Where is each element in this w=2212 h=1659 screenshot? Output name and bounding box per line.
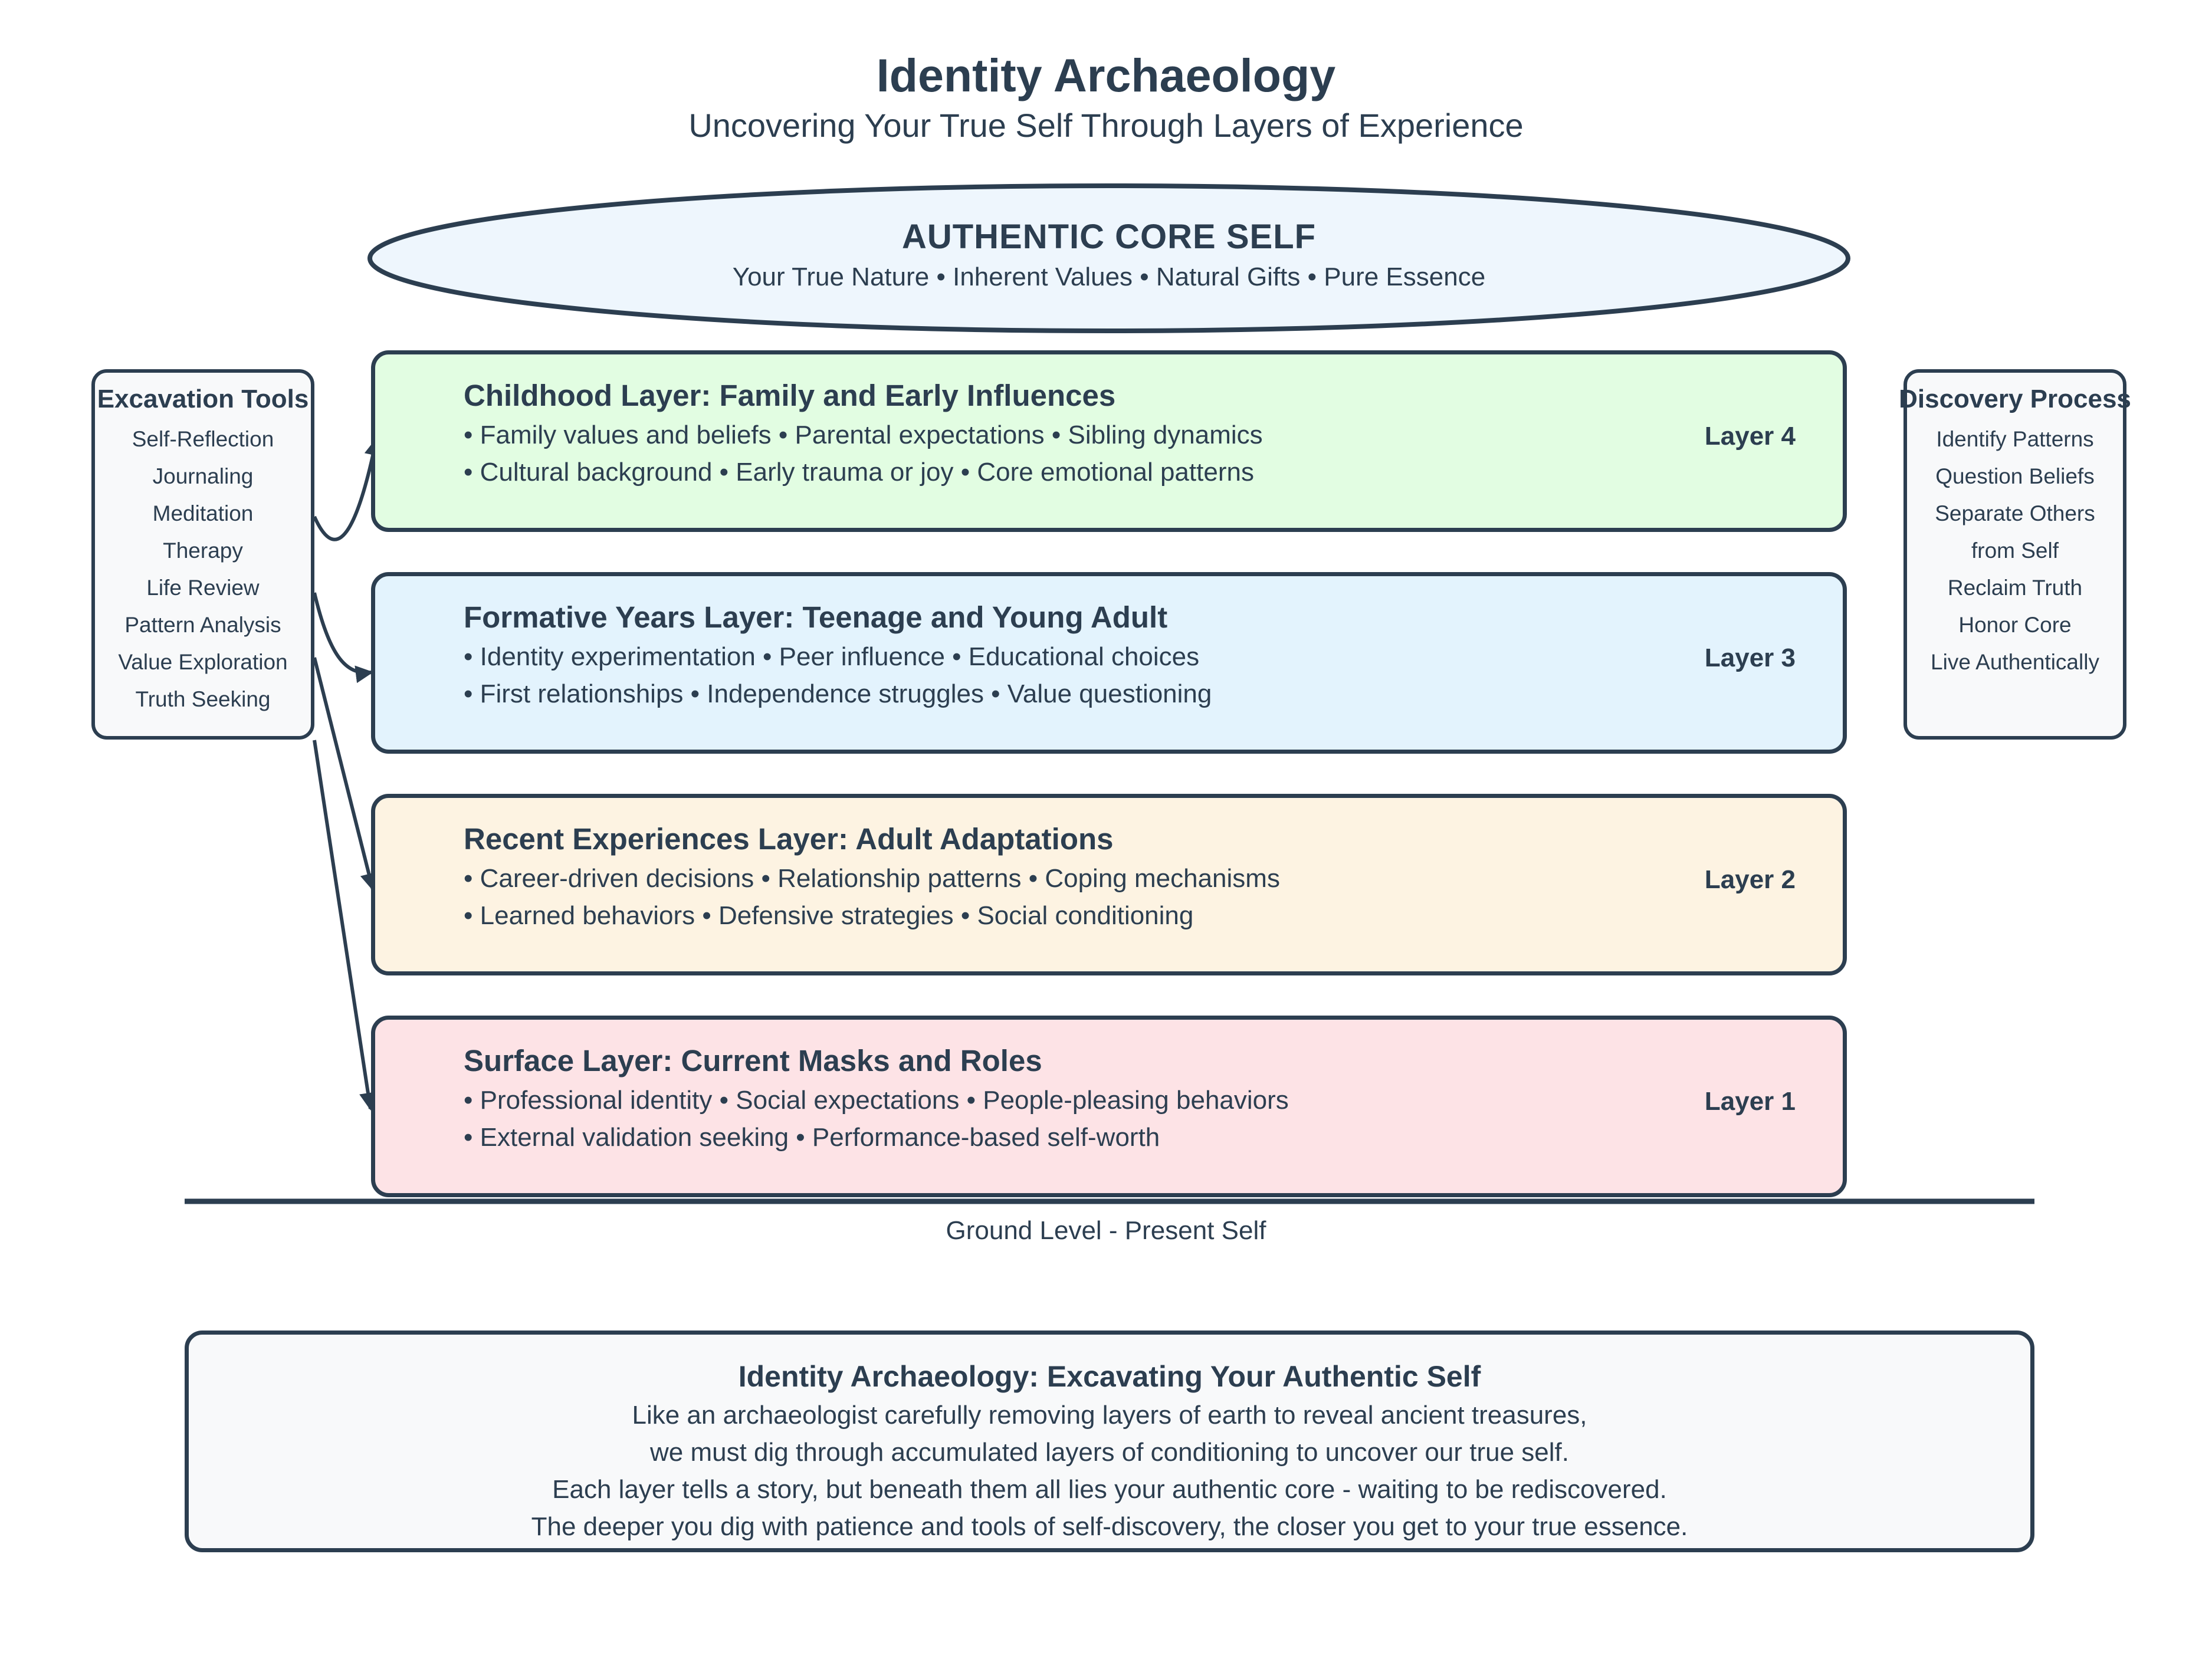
layer-number: Layer 2 (1704, 865, 1796, 894)
layer-title: Recent Experiences Layer: Adult Adaptati… (464, 822, 1114, 856)
layer-title: Childhood Layer: Family and Early Influe… (464, 379, 1116, 412)
layer-line: • Career-driven decisions • Relationship… (464, 864, 1280, 893)
tool-item: Meditation (152, 501, 254, 525)
summary-panel: Identity Archaeology: Excavating Your Au… (185, 1331, 2034, 1552)
discovery-process-panel: Discovery Process Identify Patterns Ques… (1899, 369, 2131, 740)
diagram-title: Identity Archaeology (876, 49, 1336, 101)
ground-level-label: Ground Level - Present Self (946, 1216, 1266, 1245)
tool-item: Life Review (146, 576, 260, 600)
tool-item: Value Exploration (118, 650, 288, 674)
tool-arrow-formative (313, 592, 373, 684)
tool-item: Pattern Analysis (124, 613, 281, 637)
process-item: Question Beliefs (1935, 464, 2095, 488)
layer-line: • Cultural background • Early trauma or … (464, 458, 1254, 487)
tool-arrow-surface (313, 740, 377, 1111)
layer-line: • Learned behaviors • Defensive strategi… (464, 901, 1194, 930)
excavation-tools-title: Excavation Tools (97, 385, 309, 413)
summary-line: we must dig through accumulated layers o… (650, 1438, 1569, 1467)
tool-arrow-childhood (313, 438, 382, 541)
layer-formative: Formative Years Layer: Teenage and Young… (371, 572, 1847, 754)
layer-number: Layer 3 (1704, 643, 1796, 672)
layer-childhood: Childhood Layer: Family and Early Influe… (371, 350, 1847, 532)
tool-item: Truth Seeking (135, 687, 271, 711)
layer-line: • External validation seeking • Performa… (464, 1123, 1160, 1152)
tool-arrow-recent (313, 657, 378, 891)
layer-line: • Professional identity • Social expecta… (464, 1086, 1289, 1115)
layer-recent: Recent Experiences Layer: Adult Adaptati… (371, 794, 1847, 975)
process-item: Separate Others (1935, 501, 2095, 525)
summary-title: Identity Archaeology: Excavating Your Au… (738, 1360, 1481, 1393)
layer-number: Layer 1 (1704, 1087, 1796, 1116)
layer-number: Layer 4 (1704, 422, 1796, 451)
process-item: Identify Patterns (1936, 427, 2094, 451)
process-item: from Self (1971, 538, 2059, 563)
summary-line: The deeper you dig with patience and too… (531, 1512, 1688, 1541)
discovery-process-title: Discovery Process (1899, 385, 2131, 413)
tool-item: Journaling (152, 464, 254, 488)
core-description: Your True Nature • Inherent Values • Nat… (732, 262, 1486, 291)
core-ellipse (367, 183, 1850, 333)
layer-title: Formative Years Layer: Teenage and Young… (464, 600, 1168, 634)
tool-item: Self-Reflection (132, 427, 274, 451)
summary-line: Each layer tells a story, but beneath th… (552, 1475, 1667, 1504)
process-item: Honor Core (1958, 613, 2072, 637)
diagram-subtitle: Uncovering Your True Self Through Layers… (688, 107, 1524, 144)
layer-line: • Identity experimentation • Peer influe… (464, 642, 1200, 671)
process-item: Reclaim Truth (1947, 576, 2083, 600)
excavation-tools-panel: Excavation Tools Self-Reflection Journal… (91, 369, 314, 740)
layer-surface: Surface Layer: Current Masks and Roles •… (371, 1016, 1847, 1197)
process-item: Live Authentically (1931, 650, 2099, 674)
tool-item: Therapy (163, 538, 243, 563)
summary-line: Like an archaeologist carefully removing… (632, 1401, 1587, 1430)
layer-title: Surface Layer: Current Masks and Roles (464, 1044, 1042, 1077)
core-heading: AUTHENTIC CORE SELF (901, 218, 1317, 256)
layer-line: • First relationships • Independence str… (464, 679, 1212, 708)
layer-line: • Family values and beliefs • Parental e… (464, 421, 1263, 449)
